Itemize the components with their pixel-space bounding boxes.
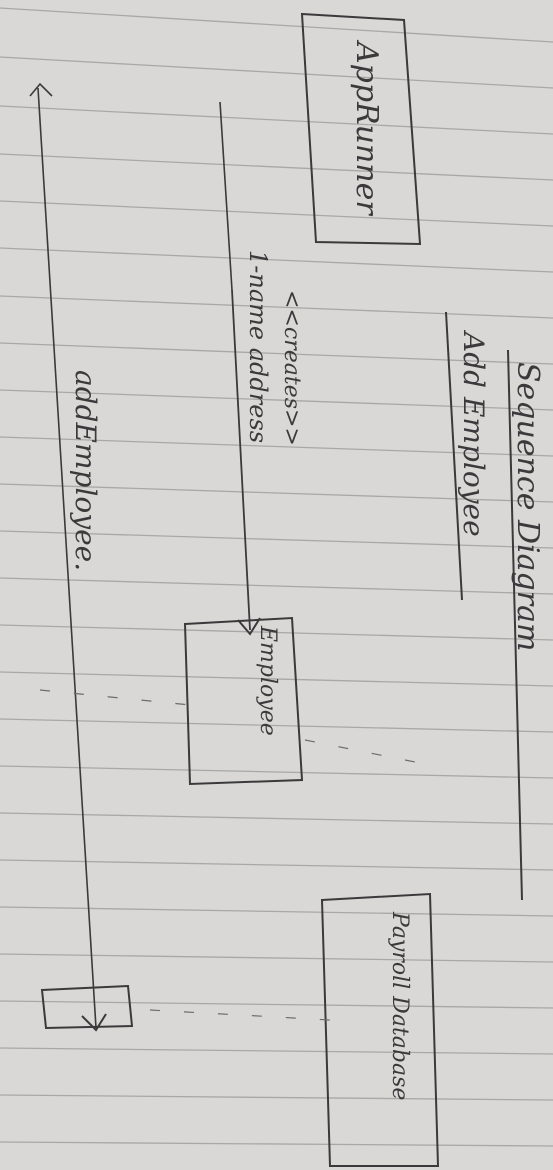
ruled-lines: [0, 7, 553, 1147]
employee-box: [183, 616, 304, 786]
payroll-database-box: [320, 892, 440, 1167]
dashed-lifelines: [39, 689, 431, 1021]
participant-payroll-database-label: Payroll Database: [387, 912, 412, 1101]
title-underline: [507, 349, 523, 901]
creates-message-arrow: [231, 289, 251, 631]
diagram-subtitle: Add Employee: [457, 332, 490, 537]
lifeline-left: [37, 87, 97, 1029]
participant-employee-label: Employee: [255, 626, 280, 736]
message-creates-label: 1-name address: [244, 250, 272, 444]
apprunner-box: [300, 12, 422, 246]
add-employee-arrowhead: [81, 1013, 107, 1032]
subtitle-underline: [445, 311, 463, 601]
message-add-employee-label: addEmployee.: [69, 370, 102, 572]
lifeline-start-mark: [29, 82, 53, 97]
activation-box: [40, 984, 134, 1030]
diagram-title: Sequence Diagram: [510, 362, 545, 652]
participant-apprunner-label: AppRunner: [349, 42, 384, 215]
creates-arrowhead: [237, 617, 261, 636]
lifeline-apprunner: [219, 101, 233, 291]
message-creates-stereotype: <<creates>>: [279, 290, 304, 446]
